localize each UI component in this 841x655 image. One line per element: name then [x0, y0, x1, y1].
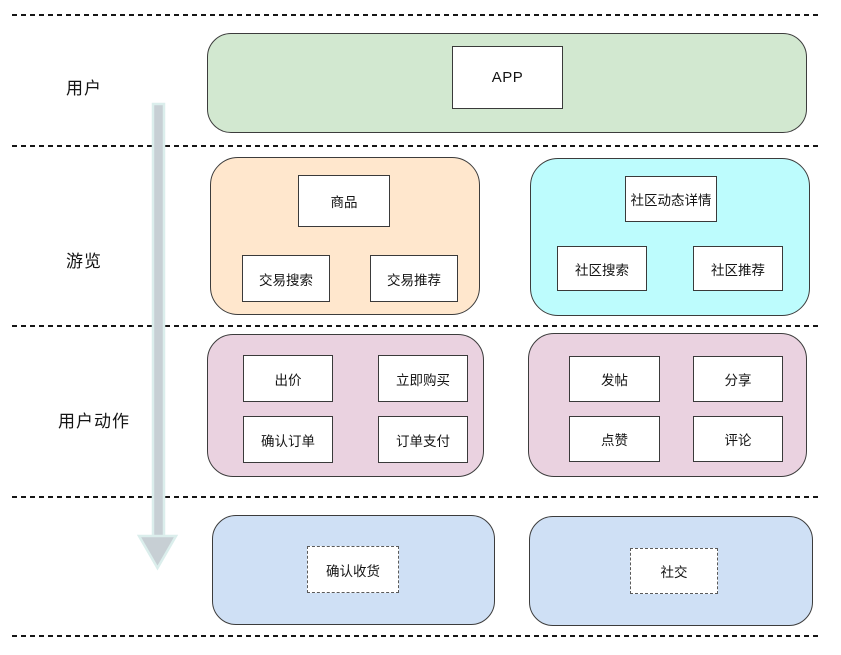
node-trade-recommend: 交易推荐 — [370, 255, 458, 302]
row-divider — [12, 145, 822, 147]
node-like: 点赞 — [569, 416, 660, 462]
node-community-parent: 社区动态详情 — [625, 176, 717, 222]
node-order-pay: 订单支付 — [378, 416, 468, 463]
node-trade-parent: 商品 — [298, 175, 390, 227]
node-community-search: 社区搜索 — [557, 246, 647, 291]
node-confirm-order: 确认订单 — [243, 416, 333, 463]
node-buy-now: 立即购买 — [378, 355, 468, 402]
node-confirm-receipt: 确认收货 — [307, 546, 399, 593]
node-app: APP — [452, 46, 563, 109]
stage-label-actions: 用户动作 — [58, 412, 130, 431]
row-divider — [12, 496, 822, 498]
down-arrow-icon — [137, 102, 179, 571]
stage-label-user: 用户 — [66, 79, 102, 98]
node-social: 社交 — [630, 548, 718, 594]
row-divider — [12, 325, 822, 327]
node-community-recommend: 社区推荐 — [693, 246, 783, 291]
row-divider — [12, 635, 822, 637]
node-share: 分享 — [693, 356, 783, 402]
node-trade-search: 交易搜索 — [242, 255, 330, 302]
row-divider — [12, 14, 822, 16]
node-bid: 出价 — [243, 355, 333, 402]
node-post: 发帖 — [569, 356, 660, 402]
stage-label-browse: 游览 — [66, 252, 102, 271]
node-comment: 评论 — [693, 416, 783, 462]
